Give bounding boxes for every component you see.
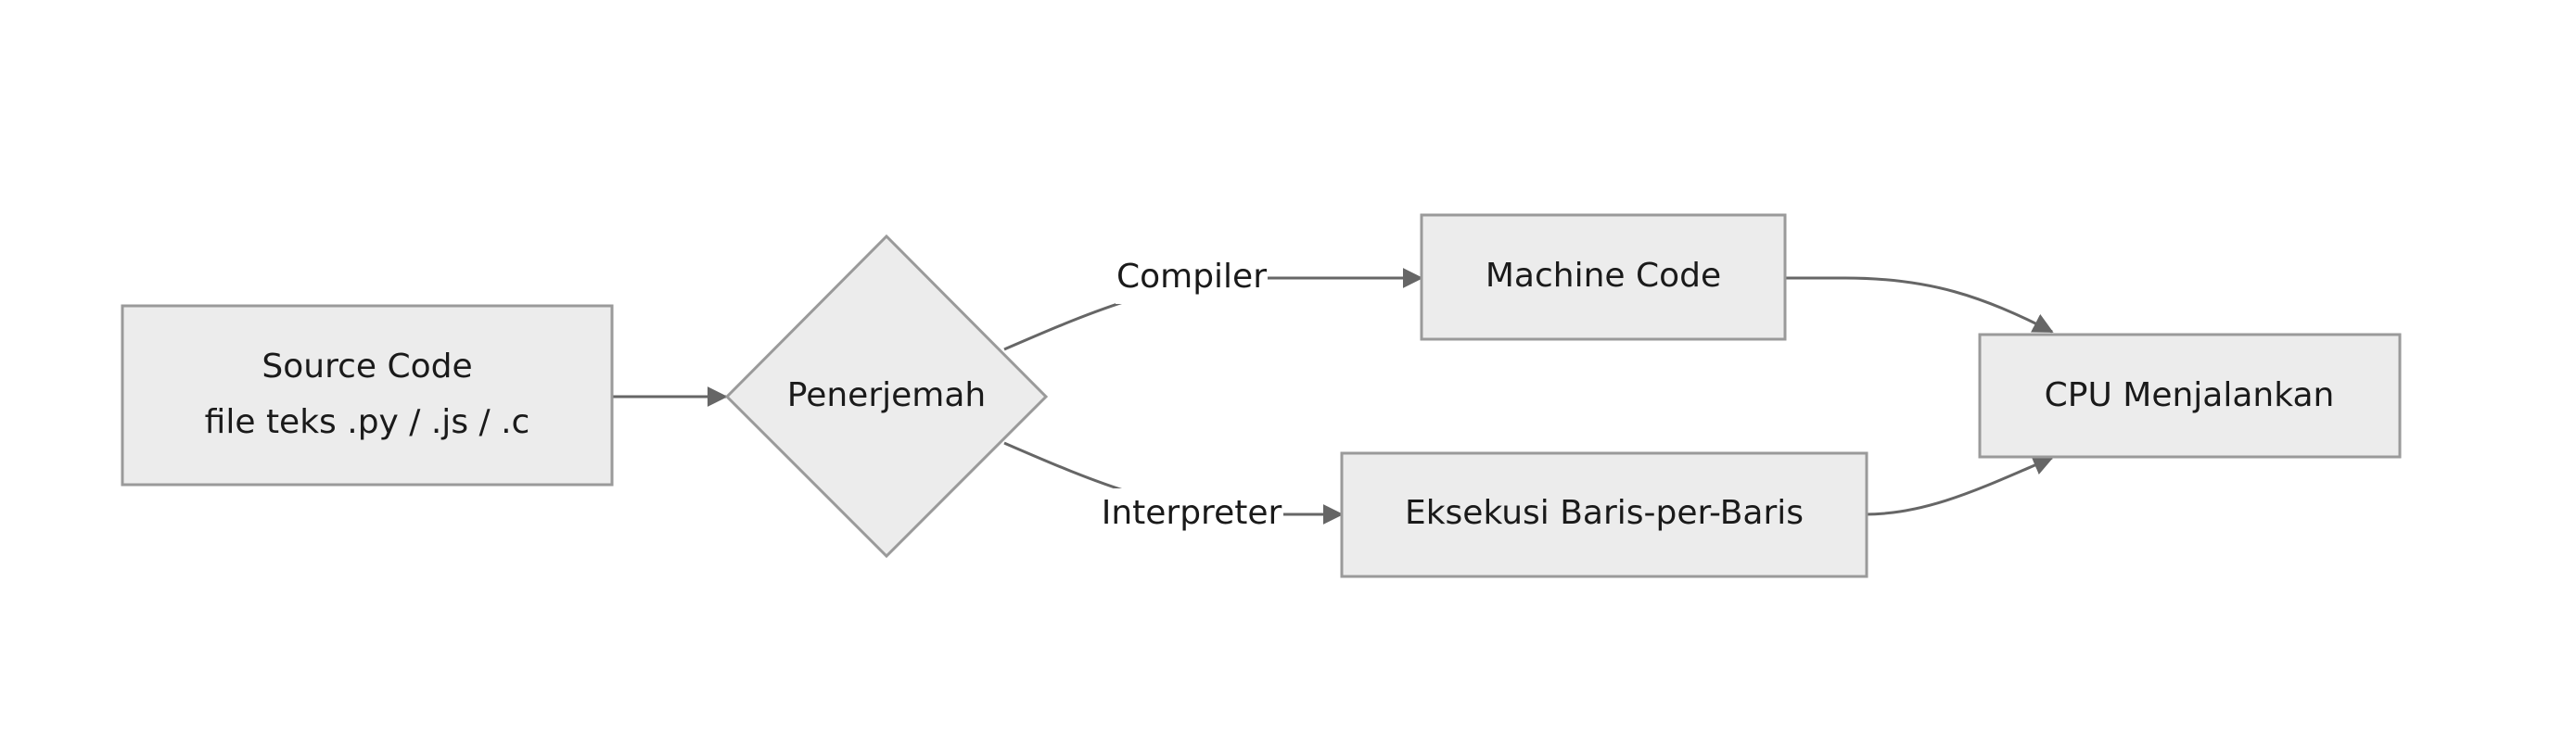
edge-line-exec-to-cpu <box>1864 455 2054 516</box>
compiler-label: Compiler <box>1116 258 1267 296</box>
cpu-label: CPU Menjalankan <box>2045 376 2335 414</box>
machine-code-label: Machine Code <box>1486 257 1721 295</box>
node-line-execution: Eksekusi Baris-per-Baris <box>1340 451 1868 578</box>
node-machine-code: Machine Code <box>1420 213 1787 341</box>
edge-label-interpreter: Interpreter <box>1100 488 1283 540</box>
source-code-title: Source Code <box>261 348 472 386</box>
translator-label: Penerjemah <box>787 376 986 414</box>
edge-label-compiler: Compiler <box>1116 252 1268 304</box>
node-source-code: Source Code file teks .py / .js / .c <box>121 304 614 487</box>
line-execution-label: Eksekusi Baris-per-Baris <box>1405 494 1804 532</box>
node-translator-decision: Penerjemah <box>724 234 1049 559</box>
node-cpu: CPU Menjalankan <box>1978 333 2402 459</box>
edge-machine-code-to-cpu <box>1785 276 2054 334</box>
interpreter-label: Interpreter <box>1102 494 1282 532</box>
source-code-subtitle: file teks .py / .js / .c <box>205 403 530 441</box>
